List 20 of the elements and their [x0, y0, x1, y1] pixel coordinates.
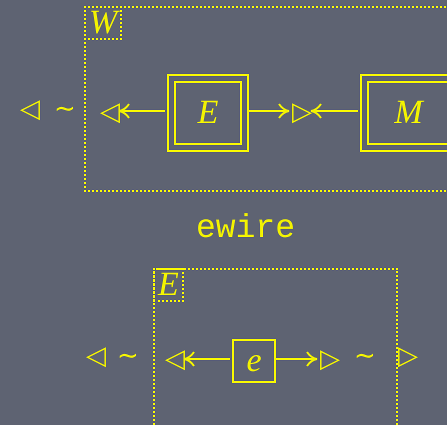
box-label: E — [198, 94, 218, 132]
process-box — [232, 339, 276, 383]
tilde-symbol: ∼ — [354, 343, 376, 369]
double-box — [167, 74, 249, 152]
triangle-symbol: ▷ — [398, 343, 418, 369]
double-box — [360, 74, 447, 152]
triangle-symbol: ◁ — [20, 96, 40, 122]
triangle-symbol: ◁ — [100, 99, 120, 125]
dotted-frame — [84, 6, 447, 192]
triangle-symbol: ▷ — [292, 99, 312, 125]
triangle-symbol: ◁ — [86, 343, 106, 369]
box-label: M — [394, 94, 423, 132]
frame-heading: E — [153, 268, 184, 302]
triangle-symbol: ◁ — [165, 346, 185, 372]
dotted-frame — [153, 268, 398, 425]
heading: ewire — [196, 212, 296, 245]
box-label: e — [246, 342, 262, 380]
tilde-symbol: ∼ — [54, 96, 76, 122]
triangle-symbol: ▷ — [320, 346, 340, 372]
tilde-symbol: ∼ — [117, 343, 139, 369]
